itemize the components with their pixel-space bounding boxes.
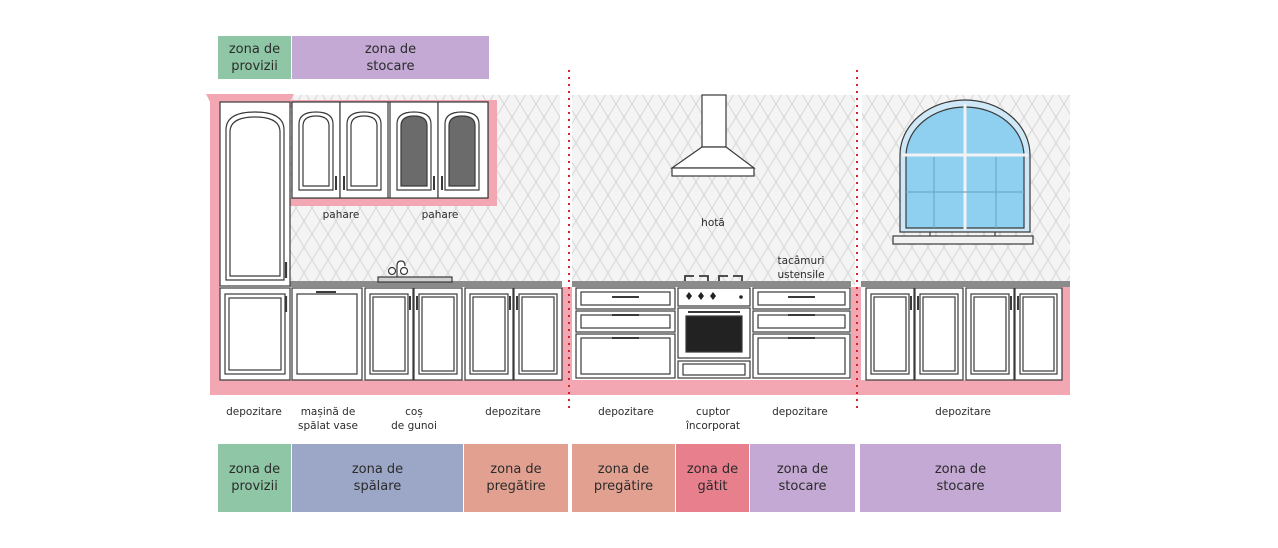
label-cos-de-gunoi: coș de gunoi <box>391 406 437 432</box>
range-hood <box>670 94 756 177</box>
bottom-zone-provizii: zona de provizii <box>218 444 291 512</box>
sink-faucet <box>377 260 453 283</box>
bottom-zone-stocare-right: zona de stocare <box>860 444 1061 512</box>
upper-cabinets <box>291 101 489 199</box>
label-pahare-1: pahare <box>322 209 360 221</box>
countertop-middle <box>572 281 851 287</box>
bottom-zone-pregatire-middle: zona de pregătire <box>572 444 675 512</box>
bottom-zone-stocare-middle: zona de stocare <box>750 444 855 512</box>
lower-cabinets-right <box>865 287 1063 381</box>
label-depozitare-drawers-left: depozitare <box>598 406 654 418</box>
bottom-zone-pregatire-left: zona de pregătire <box>464 444 568 512</box>
label-depozitare-right: depozitare <box>935 406 991 418</box>
bottom-zone-gatit: zona de gătit <box>676 444 749 512</box>
drawers-right-of-stove <box>752 287 851 379</box>
drawers-left-of-stove <box>575 287 676 379</box>
top-zone-provizii: zona de provizii <box>218 36 291 79</box>
label-pahare-2: pahare <box>421 209 459 221</box>
label-hota: hotă <box>701 217 725 229</box>
arched-window <box>892 99 1034 245</box>
label-tacamuri-ustensile: tacâmuri ustensile <box>777 255 825 281</box>
top-zone-stocare: zona de stocare <box>292 36 489 79</box>
label-depozitare-left: depozitare <box>485 406 541 418</box>
label-depozitare-drawers-right: depozitare <box>772 406 828 418</box>
bottom-zone-spalare: zona de spălare <box>292 444 463 512</box>
countertop-left <box>290 281 562 287</box>
label-masina-de-spalat-vase: mașină de spălat vase <box>298 406 358 432</box>
stove-oven <box>677 275 751 379</box>
lower-cabinets-left <box>291 287 563 381</box>
tall-pantry-cabinet <box>219 101 291 381</box>
label-depozitare-pantry: depozitare <box>226 406 282 418</box>
countertop-right <box>861 281 1070 287</box>
label-cuptor-incorporat: cuptor încorporat <box>685 406 741 432</box>
